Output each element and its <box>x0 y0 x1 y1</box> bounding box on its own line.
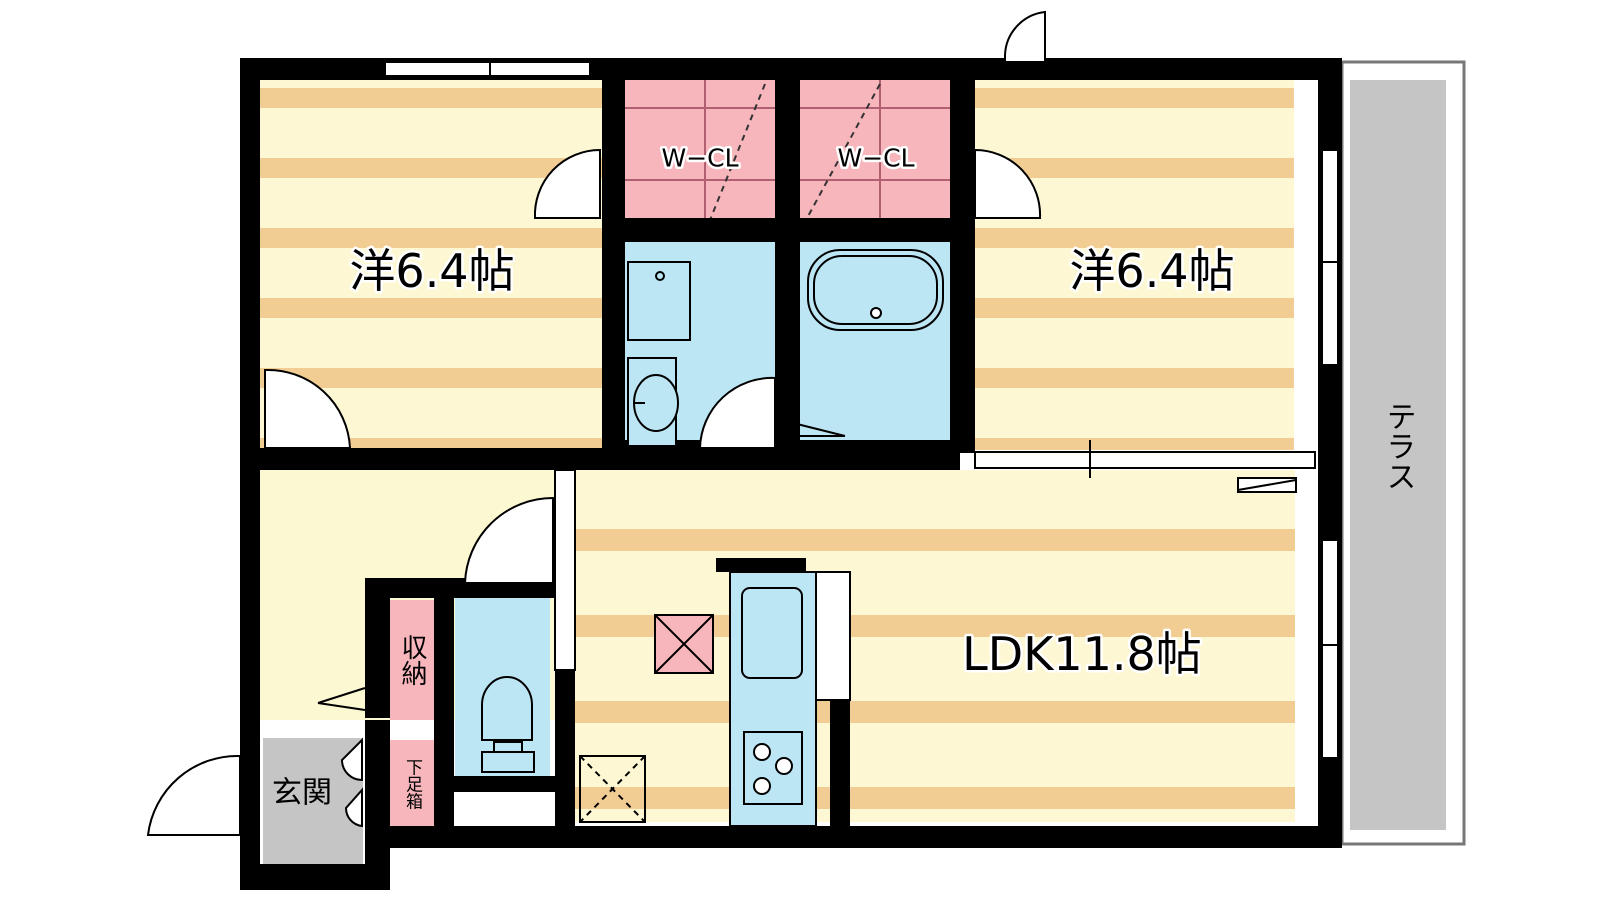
windows <box>384 61 1339 759</box>
terrace-inner <box>1350 80 1446 830</box>
label-western-room-left: 洋6.4帖 <box>349 244 514 298</box>
bathtub <box>807 249 944 331</box>
label-shoe-box: 下足箱 <box>402 759 423 810</box>
closet-left-floor <box>625 80 775 218</box>
label-western-room-right: 洋6.4帖 <box>1069 244 1234 298</box>
toilet <box>481 676 535 773</box>
vent-marker <box>654 614 714 674</box>
western-room-right-floor <box>950 80 1294 450</box>
doors <box>146 10 1297 836</box>
kitchen-counter <box>729 571 851 827</box>
label-wcl-left: W−CL <box>661 144 738 173</box>
washbasin <box>627 261 691 447</box>
shoe-box-floor <box>390 740 434 826</box>
closet-right-floor <box>800 80 950 218</box>
label-storage: 収納 <box>397 634 427 686</box>
fridge-space <box>579 755 646 823</box>
label-terrace: テラス <box>1381 401 1416 491</box>
label-entrance: 玄関 <box>272 776 332 811</box>
label-ldk: LDK11.8帖 <box>962 627 1202 681</box>
closet-shelves <box>625 80 950 221</box>
label-wcl-right: W−CL <box>837 144 914 173</box>
storage-floor <box>390 600 434 720</box>
